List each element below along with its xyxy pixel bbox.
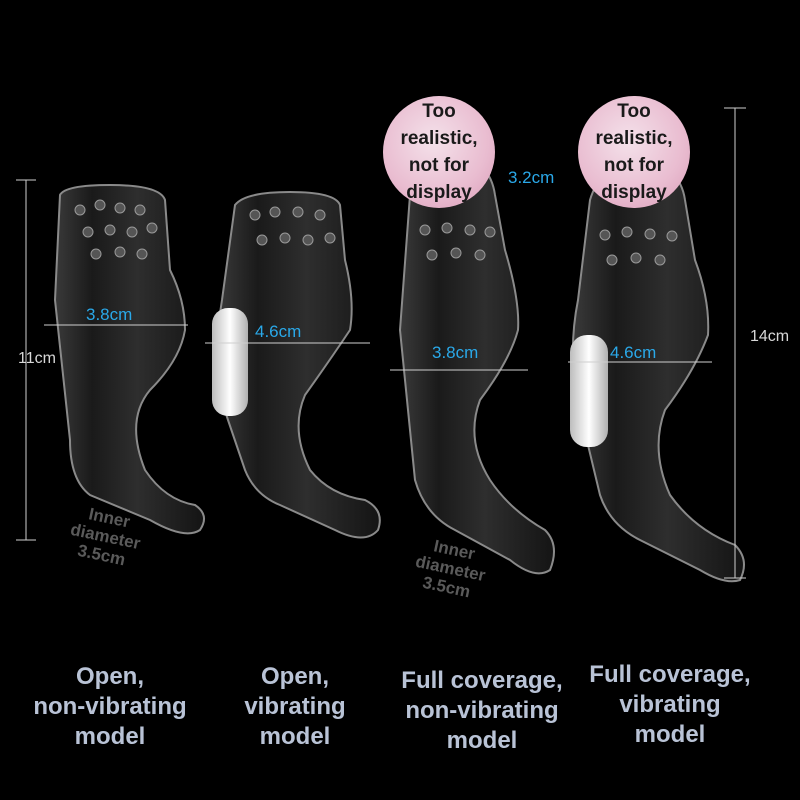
censor-badge-text: Too realistic, not for display <box>595 101 673 203</box>
sleeve-open-vibrating <box>212 190 381 539</box>
width-label-full-vibrating: 4.6cm <box>610 343 657 362</box>
width-label-open-vibrating: 4.6cm <box>255 322 302 341</box>
vibrator-bullet <box>570 335 608 447</box>
sleeve-full-vibrating <box>570 158 745 583</box>
height-label-14cm: 14cm <box>750 328 790 345</box>
height-label-11cm: 11cm <box>18 350 56 367</box>
tip-width-label: 3.2cm <box>508 168 555 187</box>
censor-badge-text: Too realistic, not for display <box>400 101 478 203</box>
sleeve-open-nonvibrating <box>53 183 205 535</box>
sleeve-full-nonvibrating <box>398 153 555 575</box>
caption-open-vibrating: Open, vibrating model <box>244 663 346 750</box>
censor-badge: Too realistic, not for display <box>383 96 495 208</box>
width-label-full-nonvibrating: 3.8cm <box>432 343 479 362</box>
censor-badge: Too realistic, not for display <box>578 96 690 208</box>
width-label-open-nonvibrating: 3.8cm <box>86 305 133 324</box>
caption-full-nonvibrating: Full coverage, non-vibrating model <box>401 667 563 754</box>
vibrator-bullet <box>212 308 248 416</box>
height-dimension-lines <box>16 107 746 579</box>
width-measure-lines <box>44 324 712 371</box>
caption-full-vibrating: Full coverage, vibrating model <box>589 661 751 748</box>
caption-open-nonvibrating: Open, non-vibrating model <box>33 663 187 750</box>
